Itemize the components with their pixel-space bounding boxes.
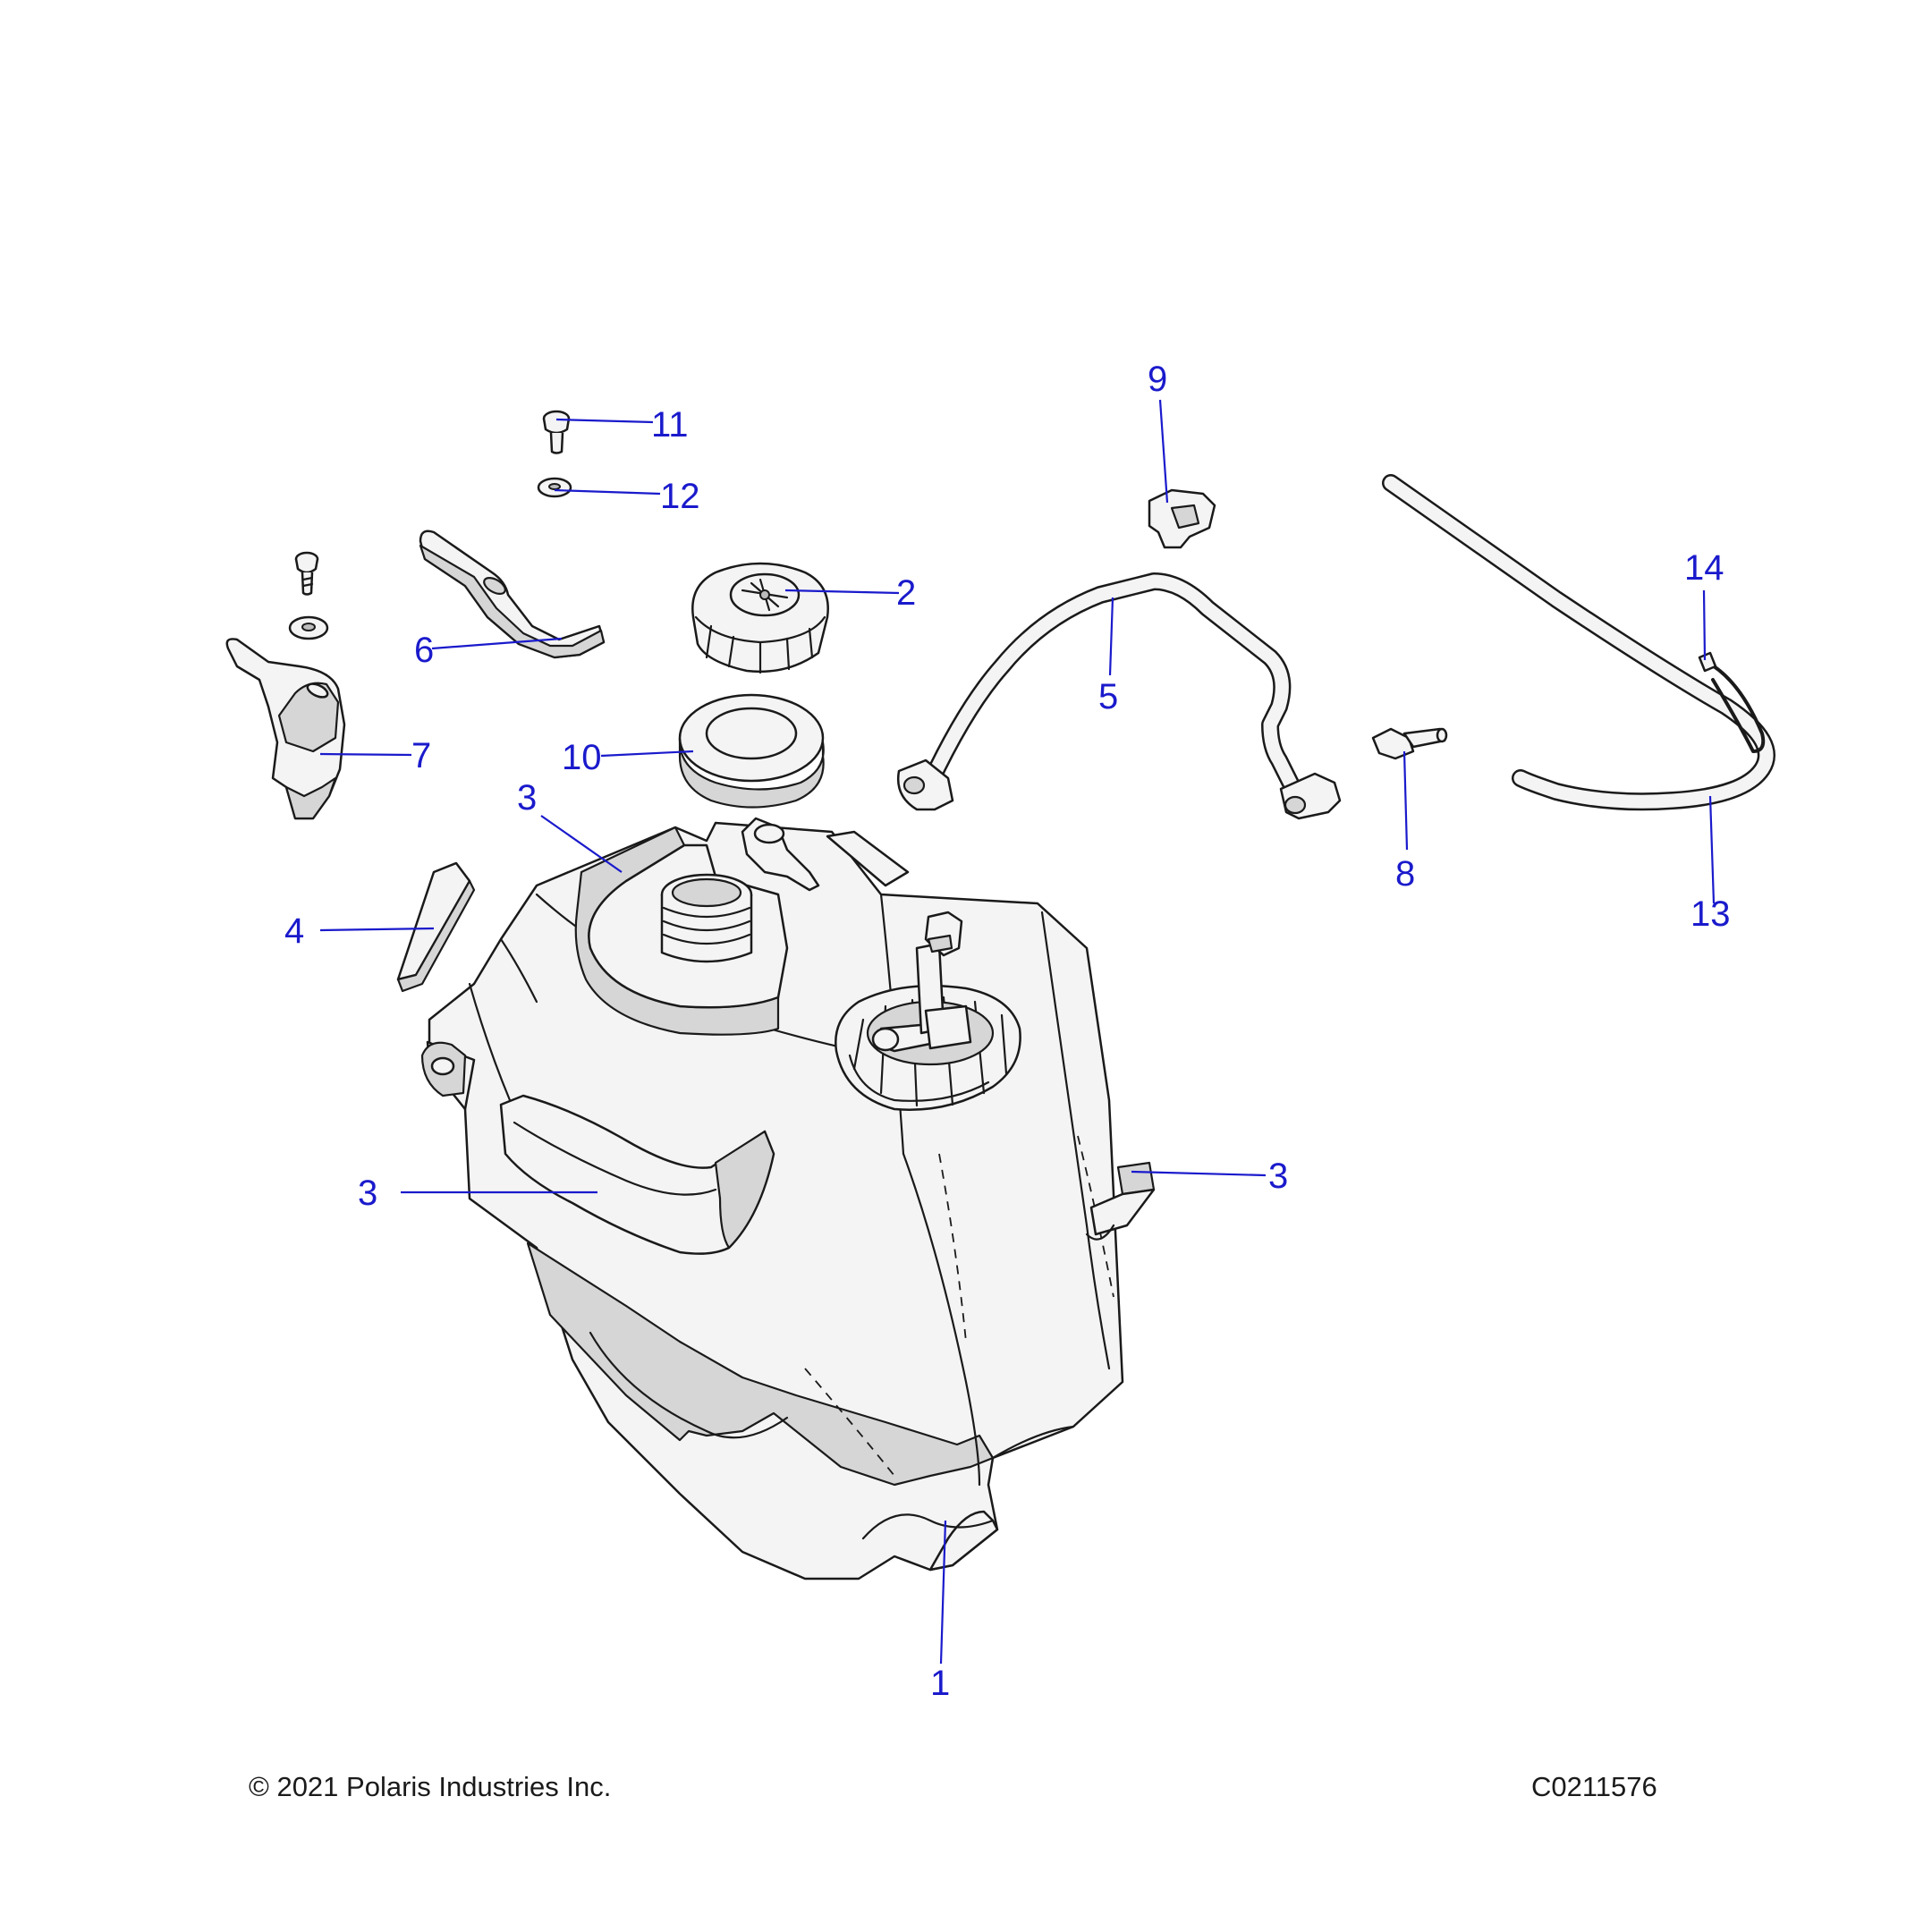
bolt-upper [542, 410, 571, 454]
fuel-tank [420, 817, 1156, 1580]
callout-7: 7 [411, 736, 431, 775]
pad-side-left [499, 1094, 775, 1255]
callout-14: 14 [1684, 548, 1724, 588]
callout-10: 10 [562, 738, 602, 777]
callout-12: 12 [660, 477, 700, 516]
callout-8: 8 [1395, 854, 1415, 894]
callout-13: 13 [1690, 894, 1731, 934]
vent-line [896, 572, 1342, 820]
filler-gasket [678, 693, 825, 809]
washer-upper [537, 477, 572, 498]
callout-5: 5 [1098, 677, 1118, 716]
washer-left [288, 615, 329, 640]
callout-2: 2 [896, 573, 916, 613]
bracket-side [225, 638, 346, 820]
bolt-left [294, 551, 319, 596]
callout-6: 6 [414, 631, 434, 670]
callout-11: 11 [651, 405, 689, 445]
pad-loose [396, 861, 476, 993]
callout-3-right: 3 [1268, 1157, 1288, 1196]
hose-clip [1148, 488, 1216, 549]
filler-cap [691, 562, 829, 674]
callout-9: 9 [1148, 360, 1167, 399]
callout-1: 1 [930, 1664, 950, 1703]
copyright-text: © 2021 Polaris Industries Inc. [249, 1771, 612, 1802]
elbow-fitting [1371, 727, 1448, 760]
callout-labels: 1 2 3 3 3 4 5 6 7 8 9 10 11 12 13 14 [284, 360, 1731, 1703]
hose-long [1382, 474, 1775, 811]
hose-clamp [1698, 651, 1766, 753]
callout-3-left: 3 [358, 1174, 377, 1213]
callout-4: 4 [284, 911, 304, 951]
callout-3-top: 3 [517, 778, 537, 818]
bracket-upper [419, 530, 606, 659]
drawing-number: C0211576 [1531, 1771, 1657, 1802]
leader-lines [319, 399, 1716, 1665]
